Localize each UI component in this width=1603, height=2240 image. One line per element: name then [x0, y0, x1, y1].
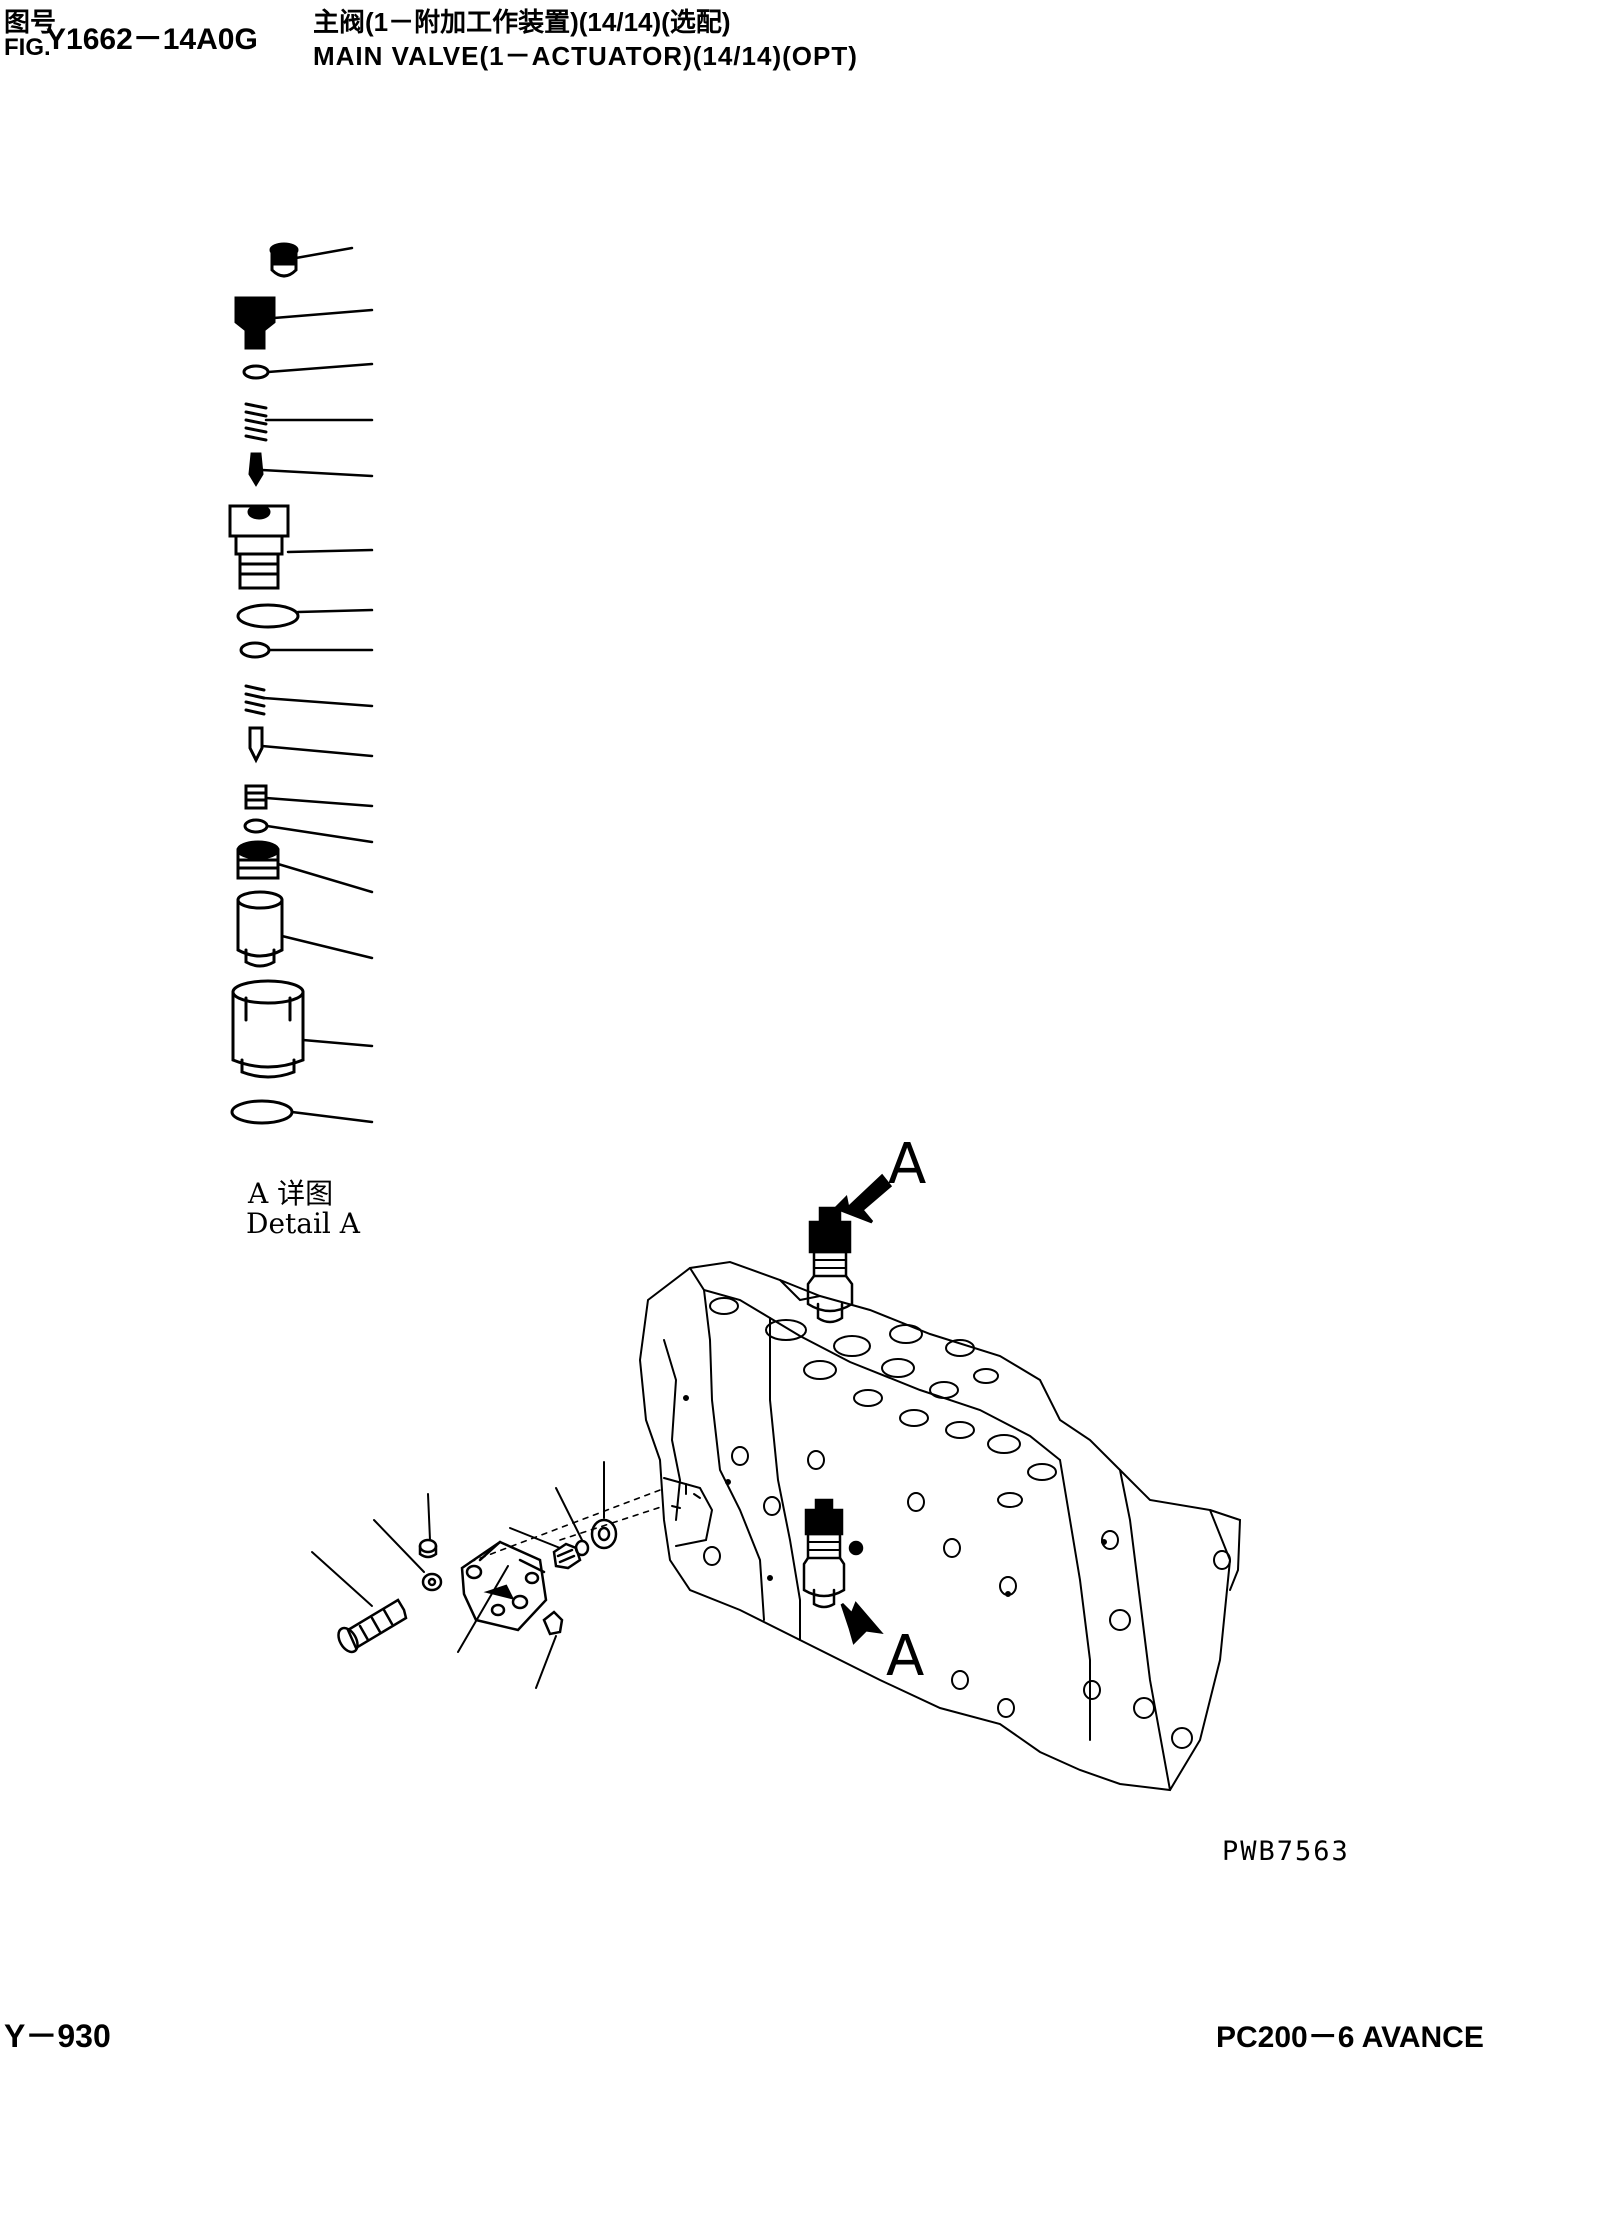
title-cn: 主阀(1－附加工作装置)(14/14)(选配) — [313, 7, 731, 37]
detail-a-leader-lines — [260, 246, 374, 1124]
detail-label-en: Detail A — [246, 1207, 360, 1240]
valve-cartridge-top — [806, 1206, 854, 1324]
valve-cartridge-side — [802, 1498, 864, 1609]
fig-number: Y1662－14A0G — [46, 23, 258, 56]
callout-a-bottom: A — [886, 1624, 925, 1689]
flange-assembly — [311, 1461, 618, 1689]
detail-a-exploded-parts — [228, 242, 305, 1125]
fig-label-en: FIG. — [4, 34, 51, 61]
drawing-code: PWB7563 — [1222, 1836, 1350, 1867]
page-number: Y－930 — [4, 2018, 111, 2054]
main-valve-body — [469, 1260, 1242, 1792]
callout-arrows — [833, 1173, 893, 1645]
detail-label-cn: A 详图 — [248, 1177, 334, 1210]
model-name: PC200－6 AVANCE — [1216, 2021, 1484, 2054]
callout-a-top: A — [888, 1132, 927, 1197]
fig-label-cn: 图号 — [4, 7, 57, 37]
title-en: MAIN VALVE(1－ACTUATOR)(14/14)(OPT) — [313, 41, 858, 71]
